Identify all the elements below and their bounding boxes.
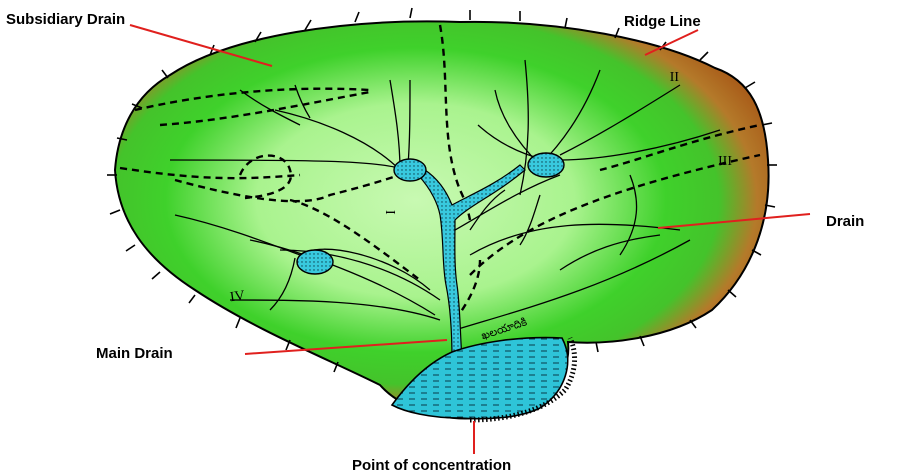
label-point-of-concentration: Point of concentration bbox=[352, 457, 511, 472]
zone-numeral-IV: IV bbox=[229, 288, 246, 305]
zone-numeral-II: II bbox=[669, 68, 679, 83]
label-main-drain: Main Drain bbox=[96, 345, 173, 362]
label-ridge-line: Ridge Line bbox=[624, 13, 701, 30]
zone-numeral-I: I bbox=[382, 210, 397, 215]
pond-2 bbox=[528, 153, 564, 177]
pond-1 bbox=[394, 159, 426, 181]
label-subsidiary-drain: Subsidiary Drain bbox=[6, 11, 125, 28]
pond-3 bbox=[297, 250, 333, 274]
label-drain: Drain bbox=[826, 213, 864, 230]
zone-numeral-III: III bbox=[718, 154, 732, 169]
